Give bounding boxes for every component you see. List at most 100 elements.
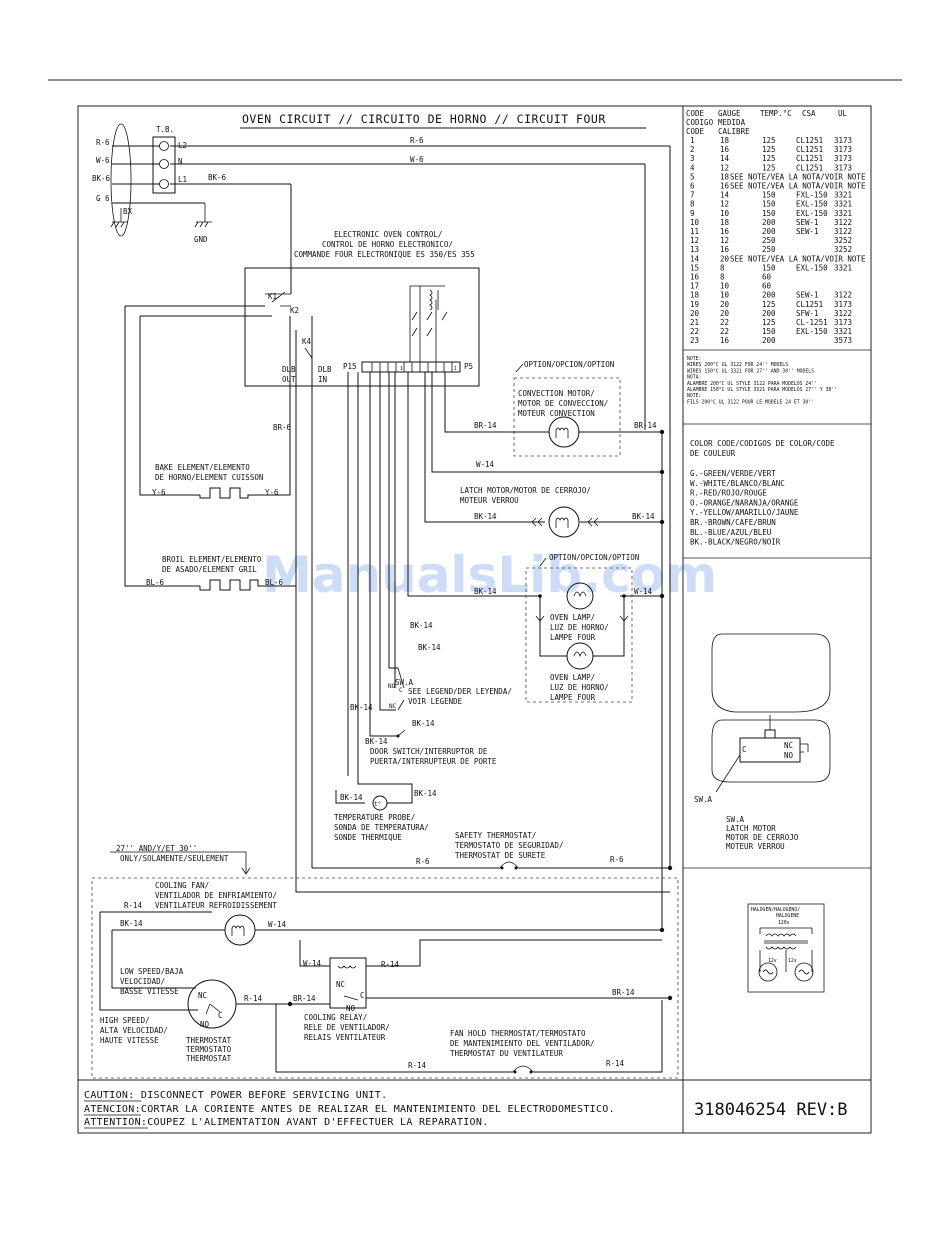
high-speed-3: HAUTE VITESSE — [100, 1036, 159, 1045]
color-code-item: BL.-BLUE/AZUL/BLEU — [690, 528, 771, 537]
gauge-table-cell: 200 — [762, 309, 776, 318]
gauge-table-cell: 23 — [690, 336, 699, 345]
caution-es: ATENCION:CORTAR LA CORIENTE ANTES DE REA… — [84, 1104, 615, 1115]
gauge-table-cell: 3573 — [834, 336, 852, 345]
th-code2: CODE — [686, 127, 705, 136]
dlb-in-1: DLB — [318, 365, 332, 374]
gauge-table-cell: 3321 — [834, 200, 852, 209]
color-code-title-1: COLOR CODE/CODIGOS DE COLOR/CODE — [690, 439, 835, 448]
swa-no: NO — [388, 683, 396, 690]
power-input: T.B. L2 N L1 R-6 W-6 BK-6 G 6 BX GND R-6… — [92, 123, 670, 294]
gauge-table-cell: 200 — [762, 218, 776, 227]
gauge-table-cell: 16 — [720, 145, 730, 154]
broil-label-2: DE ASADO/ELEMENT GRIL — [162, 565, 257, 574]
gauge-table-cell: 16 — [720, 227, 730, 236]
halogen-title-1: HALOGEN/HALOGENO/ — [751, 907, 800, 913]
door-switch: DOOR SWITCH/INTERRUPTOR DE PUERTA/INTERR… — [370, 729, 497, 766]
wire-r14-therm: R-14 — [244, 994, 263, 1003]
gauge-table-cell: 3321 — [834, 191, 852, 200]
gauge-table-cell: 3122 — [834, 227, 852, 236]
gauge-table-cell: SFW-1 — [796, 309, 819, 318]
table-note-line: NOTA: — [687, 375, 701, 381]
gauge-table-cell: 125 — [762, 145, 776, 154]
swa-name: SW.A — [395, 678, 414, 687]
color-code-item: BR.-BROWN/CAFE/BRUN — [690, 518, 776, 527]
wire-bl6-r: BL-6 — [265, 578, 284, 587]
gauge-table-cell: EXL-150 — [796, 327, 828, 336]
gauge-table-cell: 150 — [762, 327, 776, 336]
th-codigo: CODIGO — [686, 118, 714, 127]
pin-1b: 1 — [454, 366, 457, 372]
oven-lamps: OPTION/OPCION/OPTION OVEN LAMP/ LUZ DE H… — [525, 553, 639, 703]
gauge-table-cell: 20 — [720, 300, 730, 309]
table-note-line: WIRES 150°C UL 3321 FOR 27'' AND 30'' MO… — [687, 368, 814, 374]
gauge-table-cell: 3252 — [834, 245, 852, 254]
gauge-table-cell: 125 — [762, 300, 776, 309]
gauge-table-cell: CL1251 — [796, 300, 823, 309]
relay-label-2: RELE DE VENTILADOR/ — [304, 1023, 390, 1032]
swa-nc: NC — [389, 703, 397, 710]
conn-p5: P5 — [464, 362, 473, 371]
wire-r6-safety-r: R-6 — [610, 855, 624, 864]
safety-thermostat: SAFETY THERMOSTAT/ TERMOSTATO DE SEGURID… — [455, 831, 563, 860]
wire-r6-safety-l: R-6 — [416, 857, 430, 866]
wire-br14-conv-l: BR-14 — [474, 421, 497, 430]
wire-w14-lamp: W-14 — [634, 587, 653, 596]
gauge-table-cell: 200 — [762, 291, 776, 300]
gauge-table-cell: 3321 — [834, 327, 852, 336]
gauge-table-cell: EXL-150 — [796, 209, 828, 218]
switch-detail-drawing: C NC NO SW.A SW.A LATCH MOTOR MOTOR DE C… — [694, 633, 831, 851]
temperature-probe: t° TEMPERATURE PROBE/ SONDA DE TEMPERATU… — [334, 795, 429, 842]
gauge-table-cell: 6 — [690, 182, 695, 191]
table-note-line: NOTE: — [687, 356, 701, 362]
therm-label-1: THERMOSTAT — [186, 1036, 232, 1045]
gauge-table-cell: 16 — [720, 336, 730, 345]
gauge-table-cell: 5 — [690, 172, 695, 181]
dlb-in-2: IN — [318, 375, 327, 384]
detail-nc: NC — [784, 741, 793, 750]
safety-label-1: SAFETY THERMOSTAT/ — [455, 831, 536, 840]
wire-bk6-main: BK-6 — [208, 173, 227, 182]
gauge-table-cell: 1 — [690, 136, 695, 145]
term-n: N — [178, 157, 183, 166]
gauge-table-cell: 10 — [720, 282, 730, 291]
wire-w14-relay: W-14 — [303, 959, 322, 968]
part-number: 318046254 REV:B — [694, 1100, 848, 1120]
control-label-1: ELECTRONIC OVEN CONTROL/ — [334, 230, 442, 239]
detail-cap-3: MOTOR DE CERROJO — [726, 833, 799, 842]
color-code-item: BK.-BLACK/NEGRO/NOIR — [690, 538, 781, 547]
color-code-item: O.-ORANGE/NARANJA/ORANGE — [690, 498, 799, 507]
relay-k4: K4 — [302, 337, 312, 346]
table-note-line: NOTE: — [687, 393, 701, 399]
gauge-table-cell: 15 — [690, 263, 699, 272]
gauge-table: CODE GAUGE TEMP.°C CSA UL CODIGO MEDIDA … — [686, 109, 866, 345]
fan-label-2: VENTILADOR DE ENFRIAMIENTO/ — [155, 891, 277, 900]
wire-bk14-fan: BK-14 — [120, 919, 143, 928]
relay-c: C — [360, 991, 365, 1000]
safety-label-2: TERMOSTATO DE SEGURIDAD/ — [455, 841, 563, 850]
wire-w6-main: W-6 — [410, 155, 424, 164]
gauge-table-cell: 3122 — [834, 291, 852, 300]
gauge-table-cell: 8 — [690, 200, 695, 209]
gauge-table-cell: 22 — [720, 318, 729, 327]
wire-r14-fan: R-14 — [124, 901, 143, 910]
gauge-table-cell: 200 — [762, 336, 776, 345]
gauge-table-cell: 22 — [690, 327, 699, 336]
probe-label-3: SONDE THERMIQUE — [334, 833, 402, 842]
th-code: CODE — [686, 109, 705, 118]
relay-k2: K2 — [290, 306, 299, 315]
wire-w14-latch: W-14 — [476, 460, 495, 469]
door-label-1: DOOR SWITCH/INTERRUPTOR DE — [370, 747, 488, 756]
wire-r6-in: R-6 — [96, 138, 110, 147]
gauge-table-cell: 16 — [720, 182, 730, 191]
gauge-table-cell: SEW-1 — [796, 291, 819, 300]
gauge-table-cell: 150 — [762, 209, 776, 218]
models-note-2: ONLY/SOLAMENTE/SEULEMENT — [120, 854, 229, 863]
low-speed-1: LOW SPEED/BAJA — [120, 967, 184, 976]
wire-bk14-sw3: BK-14 — [350, 703, 373, 712]
fan-therm-no: NO — [200, 1020, 210, 1029]
color-code-legend: COLOR CODE/CODIGOS DE COLOR/CODE DE COUL… — [690, 439, 835, 547]
junction-dots — [287, 429, 673, 1007]
probe-label-2: SONDA DE TEMPERATURA/ — [334, 823, 429, 832]
gauge-table-cell: 3173 — [834, 318, 852, 327]
